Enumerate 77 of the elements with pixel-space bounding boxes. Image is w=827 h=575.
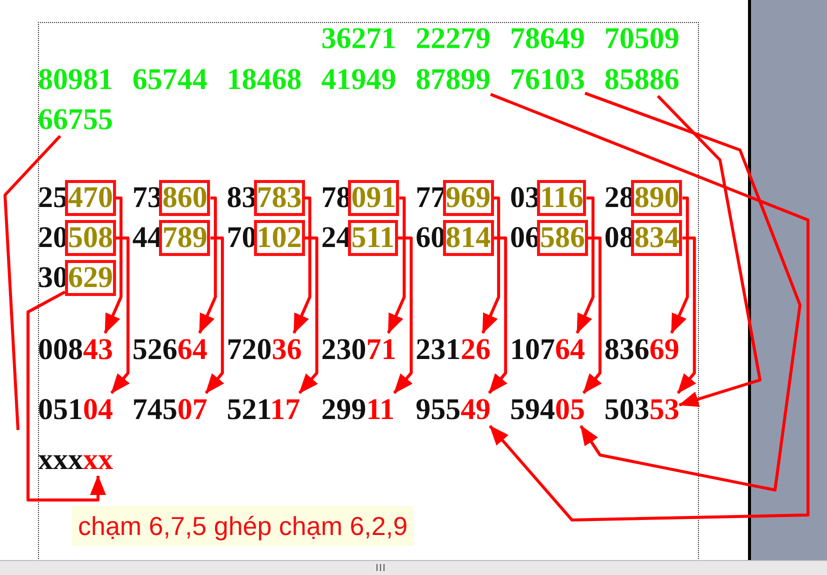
number-text: 76103 — [510, 63, 585, 96]
note-box: chạm 6,7,5 ghép chạm 6,2,9 — [72, 506, 414, 546]
number-text: 231 — [416, 333, 461, 366]
arrow — [670, 196, 689, 334]
line — [4, 134, 62, 430]
number-text: 836 — [604, 333, 650, 366]
arrow — [488, 92, 810, 522]
highlighted-digits: 43 — [83, 333, 113, 366]
number-text: 85886 — [604, 63, 680, 96]
arrow — [488, 236, 508, 394]
highlighted-digits: 04 — [83, 393, 113, 426]
number-text: 107 — [510, 333, 555, 366]
arrow — [298, 236, 318, 394]
number-text: xxx — [38, 443, 83, 476]
arrow — [580, 92, 802, 492]
highlighted-digits: 71 — [366, 333, 396, 366]
arrow — [582, 236, 602, 394]
highlighted-digits: xx — [83, 443, 113, 476]
boxed-digits: 834 — [631, 220, 682, 256]
number-text: 299 — [321, 393, 366, 426]
arrow — [393, 236, 413, 394]
boxed-digits: 969 — [442, 180, 494, 216]
number-text: 955 — [416, 393, 461, 426]
highlighted-digits: 64 — [177, 333, 208, 366]
arrow — [292, 196, 312, 334]
arrow — [387, 196, 406, 334]
boxed-digits: 586 — [537, 220, 588, 256]
highlighted-digits: 05 — [555, 393, 585, 426]
number-text: 18468 — [226, 65, 302, 95]
number-text: 745 — [132, 393, 178, 426]
number-text: 051 — [38, 393, 83, 426]
number-text: 41949 — [321, 65, 396, 95]
boxed-digits: 789 — [159, 220, 210, 256]
boxed-digits: 508 — [65, 220, 116, 256]
highlighted-digits: 69 — [649, 333, 680, 366]
number-text: 720 — [226, 333, 272, 366]
boxed-digits: 814 — [442, 220, 494, 256]
highlighted-digits: 17 — [270, 393, 300, 426]
number-text: 65744 — [132, 65, 208, 95]
boxed-digits: 116 — [537, 180, 586, 216]
highlighted-digits: 53 — [649, 393, 680, 426]
arrow — [198, 196, 217, 334]
arrow — [656, 94, 762, 407]
boxed-digits: 091 — [348, 180, 400, 216]
number-text: 70509 — [604, 24, 680, 54]
boxed-digits: 102 — [254, 220, 305, 256]
highlighted-digits: 07 — [177, 393, 208, 426]
arrow — [676, 236, 696, 394]
number-text: 503 — [604, 393, 650, 426]
boxed-digits: 783 — [254, 180, 305, 216]
number-text: 66755 — [38, 103, 113, 136]
boxed-digits: 470 — [65, 180, 116, 216]
number-text: 230 — [321, 333, 366, 366]
number-text: 521 — [226, 393, 270, 426]
arrow — [204, 236, 224, 394]
arrow — [576, 196, 594, 334]
highlighted-digits: 49 — [460, 393, 491, 426]
boxed-digits: 511 — [348, 220, 398, 256]
number-text: 22279 — [416, 24, 491, 54]
number-text: 78649 — [510, 24, 585, 54]
highlighted-digits: 36 — [272, 333, 302, 366]
number-text: 80981 — [38, 65, 113, 95]
highlighted-digits: 11 — [366, 393, 395, 426]
number-text: 87899 — [416, 63, 491, 96]
number-text: 008 — [38, 333, 83, 366]
arrow — [481, 196, 500, 334]
highlighted-digits: 26 — [460, 333, 491, 366]
boxed-digits: 890 — [631, 180, 682, 216]
highlighted-digits: 64 — [555, 333, 585, 366]
number-text: 526 — [132, 333, 178, 366]
arrow — [104, 196, 122, 334]
arrow — [110, 236, 130, 394]
number-text: 36271 — [321, 24, 396, 54]
boxed-digits: 860 — [159, 180, 210, 216]
arrow — [26, 290, 106, 502]
boxed-digits: 629 — [65, 260, 116, 296]
number-text: 594 — [510, 393, 555, 426]
